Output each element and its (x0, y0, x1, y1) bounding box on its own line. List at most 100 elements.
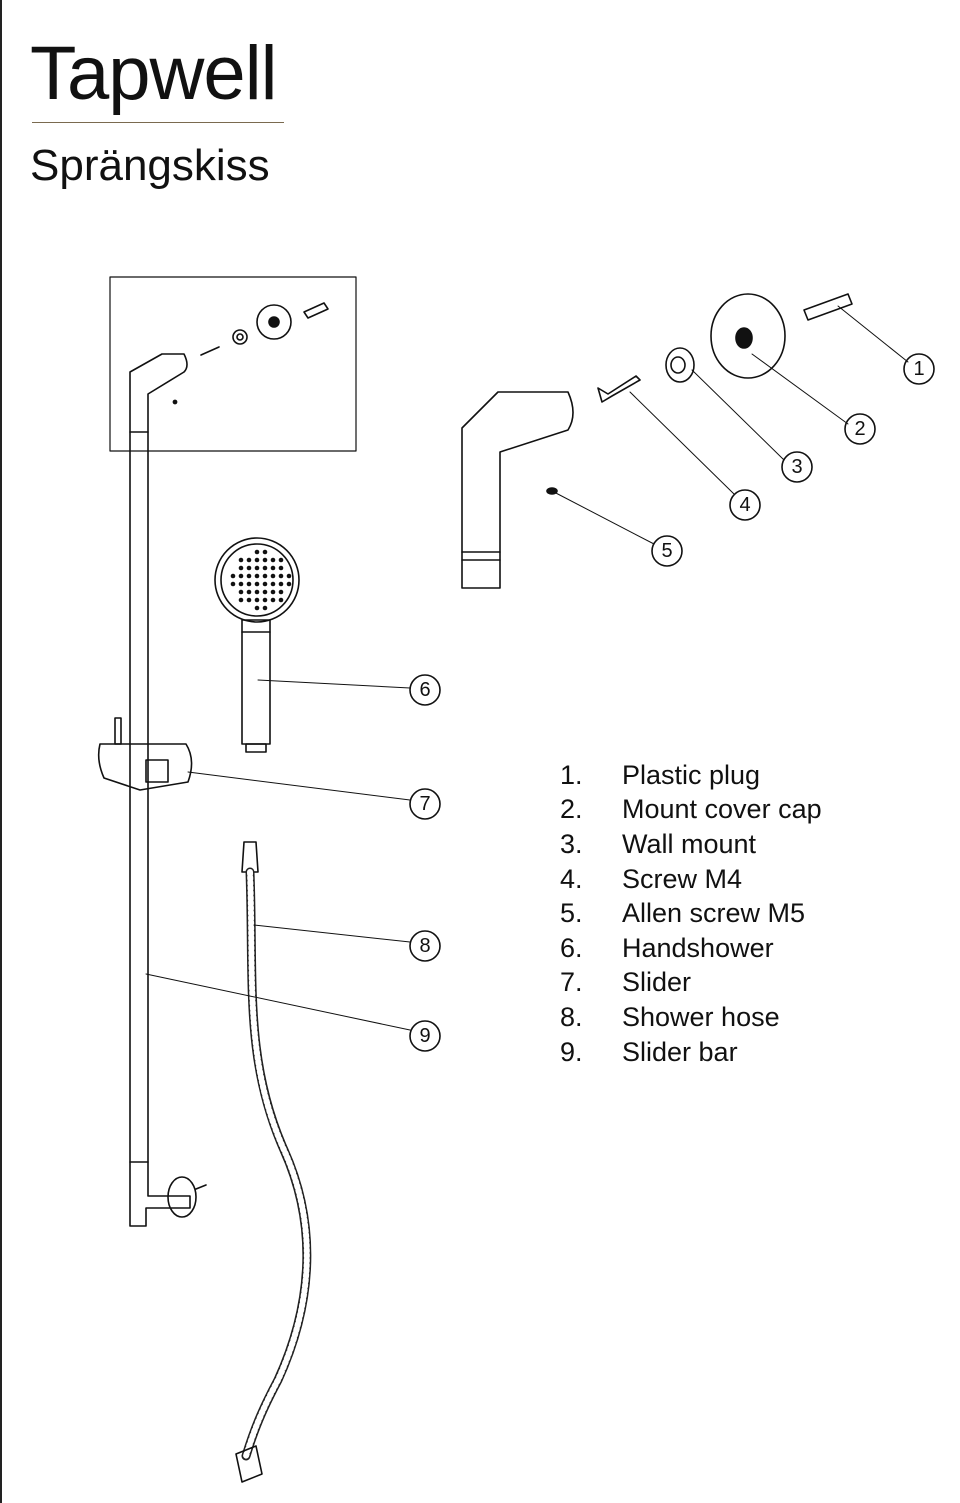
callouts: 1 2 3 4 5 6 7 8 9 (409, 353, 935, 1052)
callout-4: 4 (729, 489, 761, 521)
nozzle (246, 557, 252, 563)
nozzle (238, 589, 244, 595)
nozzle (270, 573, 276, 579)
legend-number: 9. (560, 1036, 583, 1067)
legend-item: 5. Allen screw M5 (560, 896, 822, 931)
legend-item: 7. Slider (560, 966, 822, 1001)
brand-divider (32, 122, 284, 123)
nozzle (278, 557, 284, 563)
legend-number: 8. (560, 1001, 583, 1032)
legend-label: Handshower (622, 932, 774, 963)
parts-legend: 1. Plastic plug 2.Mount cover cap 3. Wall … (560, 758, 822, 1069)
legend-label: Allen screw M5 (622, 898, 806, 929)
legend-number: 4. (560, 863, 583, 894)
nozzle (238, 565, 244, 571)
nozzle (254, 589, 260, 595)
legend-item: 3. Wall mount (560, 827, 822, 862)
legend-label: Slider bar (622, 1036, 738, 1067)
nozzle (238, 573, 244, 579)
legend-number: 3. (560, 828, 583, 859)
nozzle (246, 597, 252, 603)
spray-nozzles (230, 549, 292, 611)
nozzle (270, 581, 276, 587)
nozzle (238, 597, 244, 603)
detail-frame (109, 276, 357, 452)
svg-text:4: 4 (739, 494, 750, 516)
legend-number: 6. (560, 932, 583, 963)
svg-text:7: 7 (419, 793, 430, 815)
legend-item: 8. Shower hose (560, 1000, 822, 1035)
nozzle (246, 565, 252, 571)
nozzle (230, 581, 236, 587)
detail-small-parts (200, 302, 329, 356)
legend-label: Mount cover cap (622, 794, 822, 825)
legend-label: Plastic plug (622, 759, 761, 790)
handshower (214, 537, 300, 753)
legend-item: 4. Screw M4 (560, 862, 822, 897)
nozzle (278, 589, 284, 595)
slider (97, 717, 193, 791)
nozzle (286, 573, 292, 579)
callout-6: 6 (409, 674, 441, 706)
legend-label: Slider (622, 967, 692, 998)
legend-label: Shower hose (622, 1001, 780, 1032)
page-border (0, 0, 2, 1503)
nozzle (262, 565, 268, 571)
legend-number: 1. (560, 759, 583, 790)
brand-logo: Tapwell (30, 31, 277, 116)
nozzle (254, 557, 260, 563)
svg-text:6: 6 (419, 679, 430, 701)
nozzle (270, 565, 276, 571)
nozzle (262, 589, 268, 595)
nozzle (246, 589, 252, 595)
nozzle (262, 549, 268, 555)
svg-text:5: 5 (661, 540, 672, 562)
nozzle (262, 597, 268, 603)
callout-5: 5 (651, 535, 683, 567)
nozzle (254, 581, 260, 587)
nozzle (254, 597, 260, 603)
callout-9: 9 (409, 1020, 441, 1052)
nozzle (270, 589, 276, 595)
legend-item: 6. Handshower (560, 931, 822, 966)
leader-lines (145, 305, 909, 1031)
callout-8: 8 (409, 930, 441, 962)
page-title: Sprängskiss (30, 141, 270, 190)
callout-1: 1 (903, 353, 935, 385)
nozzle (270, 597, 276, 603)
nozzle (278, 597, 284, 603)
legend-number: 7. (560, 967, 583, 998)
legend-label: Screw M4 (622, 863, 743, 894)
legend-number: 5. (560, 898, 583, 929)
nozzle (254, 605, 260, 611)
nozzle (262, 557, 268, 563)
nozzle (278, 573, 284, 579)
callout-7: 7 (409, 788, 441, 820)
nozzle (262, 605, 268, 611)
nozzle (254, 565, 260, 571)
nozzle (246, 573, 252, 579)
legend-item: 9. Slider bar (560, 1035, 822, 1070)
nozzle (270, 557, 276, 563)
nozzle (262, 573, 268, 579)
callout-3: 3 (781, 451, 813, 483)
svg-text:2: 2 (854, 418, 865, 440)
svg-text:1: 1 (913, 358, 924, 380)
svg-text:8: 8 (419, 935, 430, 957)
nozzle (262, 581, 268, 587)
legend-label: Wall mount (622, 828, 757, 859)
nozzle (246, 581, 252, 587)
svg-text:9: 9 (419, 1025, 430, 1047)
svg-text:3: 3 (791, 456, 802, 478)
nozzle (230, 573, 236, 579)
nozzle (278, 581, 284, 587)
nozzle (254, 573, 260, 579)
nozzle (278, 565, 284, 571)
nozzle (238, 581, 244, 587)
callout-2: 2 (844, 413, 876, 445)
nozzle (238, 557, 244, 563)
legend-item: 2.Mount cover cap (560, 793, 822, 828)
slider-bar (129, 353, 191, 1227)
legend-item: 1. Plastic plug (560, 758, 822, 793)
